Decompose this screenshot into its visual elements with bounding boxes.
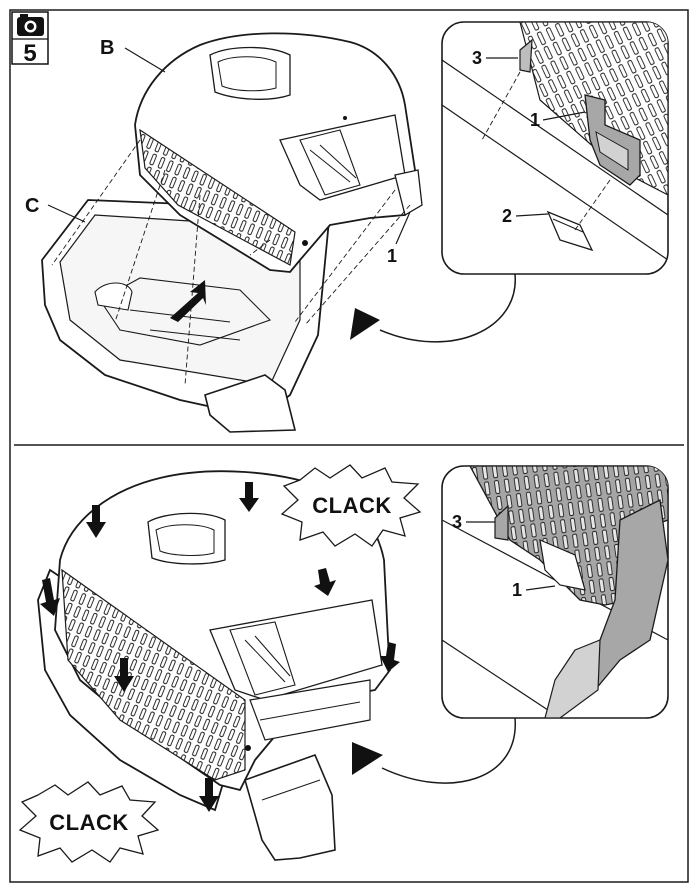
label-1-hook: 1	[387, 246, 397, 266]
detail-pointer-arrow-bottom	[352, 742, 383, 775]
detail-label-3-bottom: 3	[452, 512, 462, 532]
press-arrow-1	[86, 505, 106, 538]
clack-burst-top: CLACK	[280, 464, 422, 547]
press-arrow-6	[199, 778, 219, 812]
insert-direction-arrow	[170, 280, 206, 322]
detail-label-1: 1	[530, 110, 540, 130]
outer-frame	[9, 9, 689, 883]
detail-pointer-arrow	[350, 308, 380, 340]
press-arrow-2	[239, 482, 259, 512]
clack-burst-bottom: CLACK	[18, 781, 160, 863]
step-badge: 5	[11, 11, 49, 67]
press-arrow-4	[40, 578, 60, 616]
alignment-guides	[51, 139, 411, 386]
grass-box-cover-b	[134, 32, 423, 273]
assembled-grass-box	[37, 470, 391, 861]
clack-text-top: CLACK	[312, 493, 392, 518]
clack-text-bottom: CLACK	[49, 810, 129, 835]
press-arrows	[40, 482, 400, 812]
detail-callout-curve-bottom	[381, 717, 516, 784]
camera-icon	[17, 14, 44, 36]
press-arrow-7	[380, 642, 400, 672]
detail-view-bottom: 3 1	[441, 465, 669, 719]
label-c: C	[25, 195, 39, 217]
step-number: 5	[23, 40, 36, 67]
top-panel: B C 1 3	[25, 21, 669, 433]
label-b: B	[100, 37, 114, 59]
detail-callout-curve	[379, 273, 516, 343]
detail-label-2: 2	[502, 206, 512, 226]
detail-view-top: 3 1 2	[441, 21, 669, 275]
press-arrow-5	[114, 658, 134, 692]
press-arrow-3	[314, 568, 336, 596]
bottom-panel: CLACK CLACK 3 1	[18, 464, 669, 863]
detail-label-3: 3	[472, 48, 482, 68]
detail-label-1-bottom: 1	[512, 580, 522, 600]
